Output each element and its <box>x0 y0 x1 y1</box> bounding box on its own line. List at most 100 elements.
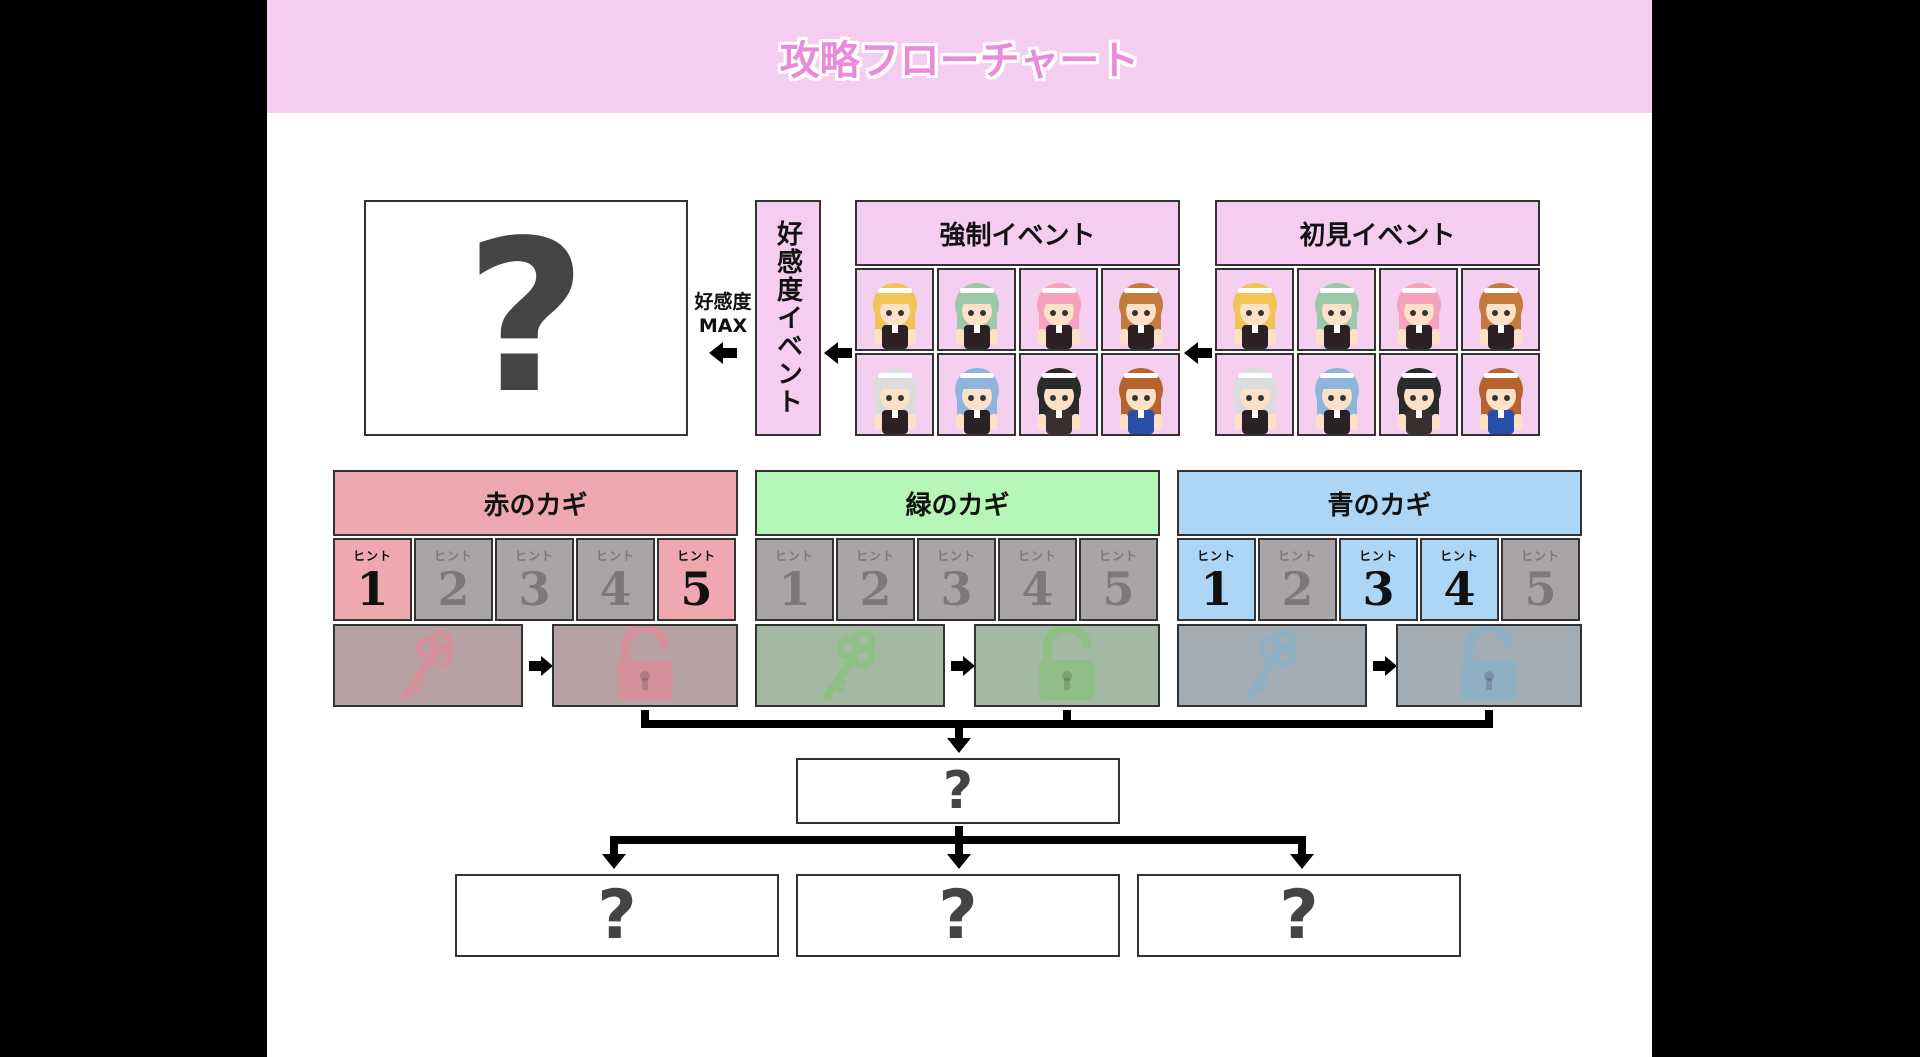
hint-label: ヒント <box>1358 549 1398 563</box>
key-icon <box>815 626 885 706</box>
arrow-left-icon <box>824 342 838 364</box>
character-portrait-pink-hair-maid <box>1019 268 1098 351</box>
arrow-stem <box>1198 348 1212 358</box>
key-tile <box>755 624 945 707</box>
key-header: 緑のカギ <box>755 470 1160 536</box>
first-event-character-grid <box>1215 268 1540 436</box>
question-mark: ? <box>942 761 974 821</box>
character-portrait-pink-hair-maid <box>1379 268 1458 351</box>
hint-label: ヒント <box>1017 549 1057 563</box>
flowchart-panel: 攻略フローチャート ? 好感度 MAX 好感度イベント 強制イベント 初見イベン… <box>267 0 1652 1057</box>
character-portrait-blue-braid-maid <box>937 353 1016 436</box>
key-tile <box>1177 624 1367 707</box>
hint-number: 2 <box>859 562 892 616</box>
arrow-left-icon <box>709 342 723 364</box>
first-event-label: 初見イベント <box>1299 220 1456 251</box>
character-portrait-green-hair-maid <box>937 268 1016 351</box>
mystery-middle-box: ? <box>796 758 1120 824</box>
key-label: 青のカギ <box>1327 490 1432 521</box>
hint-label: ヒント <box>1439 549 1479 563</box>
forced-event-header: 強制イベント <box>855 200 1180 266</box>
unlock-icon <box>609 623 681 706</box>
key-header: 青のカギ <box>1177 470 1582 536</box>
arrow-stem <box>838 348 852 358</box>
key-icon <box>393 626 463 706</box>
hint-number: 3 <box>940 562 973 616</box>
affection-max-label: 好感度 MAX <box>690 290 756 338</box>
hint-number: 1 <box>356 562 389 616</box>
character-portrait-black-hair-girl <box>1019 353 1098 436</box>
arrow-down-icon <box>602 854 626 869</box>
hint-number: 5 <box>1102 562 1135 616</box>
unlock-icon <box>1453 623 1525 706</box>
hint-number: 5 <box>680 562 713 616</box>
character-portrait-brown-hair-maid <box>1101 268 1180 351</box>
arrow-down-icon <box>947 738 971 753</box>
question-mark: ? <box>465 195 587 440</box>
connector <box>641 710 649 728</box>
arrow-right-icon <box>963 656 975 676</box>
hint-label: ヒント <box>595 549 635 563</box>
forced-event-character-grid <box>855 268 1180 436</box>
character-portrait-police-girl <box>1101 353 1180 436</box>
hint-number: 2 <box>437 562 470 616</box>
character-portrait-silver-hair-maid <box>1215 353 1294 436</box>
lock-tile <box>974 623 1160 707</box>
key-icon <box>1237 626 1307 706</box>
hint-number: 4 <box>1021 562 1054 616</box>
arrow-right-icon <box>541 656 553 676</box>
unlock-icon <box>1031 623 1103 706</box>
connector <box>1485 710 1493 728</box>
character-portrait-blonde-maid <box>855 268 934 351</box>
question-mark: ? <box>938 875 978 955</box>
hint-number: 3 <box>1362 562 1395 616</box>
key-header: 赤のカギ <box>333 470 738 536</box>
connector <box>610 836 618 856</box>
hint-number: 1 <box>1200 562 1233 616</box>
arrow-stem <box>723 348 737 358</box>
mystery-reward-box: ? <box>364 200 688 436</box>
arrow-left-icon <box>1184 342 1198 364</box>
affection-event-label: 好感度イベント <box>772 220 803 416</box>
connector <box>955 836 963 856</box>
hint-number: 4 <box>599 562 632 616</box>
mystery-ending-box: ? <box>455 874 779 957</box>
hint-label: ヒント <box>433 549 473 563</box>
forced-event-label: 強制イベント <box>939 220 1096 251</box>
hint-number: 3 <box>518 562 551 616</box>
header-bar: 攻略フローチャート <box>267 0 1652 113</box>
first-event-header: 初見イベント <box>1215 200 1540 266</box>
hint-number: 1 <box>778 562 811 616</box>
hint-label: ヒント <box>1196 549 1236 563</box>
hint-label: ヒント <box>514 549 554 563</box>
key-label: 緑のカギ <box>905 490 1010 521</box>
hint-label: ヒント <box>352 549 392 563</box>
character-portrait-police-girl <box>1461 353 1540 436</box>
arrow-stem <box>529 661 542 671</box>
character-portrait-brown-hair-maid <box>1461 268 1540 351</box>
character-portrait-blue-braid-maid <box>1297 353 1376 436</box>
hint-label: ヒント <box>1520 549 1560 563</box>
affection-event-box: 好感度イベント <box>755 200 821 436</box>
connector <box>955 826 963 842</box>
connector <box>1298 836 1306 856</box>
max-label: MAX <box>698 315 748 337</box>
connector <box>955 720 963 740</box>
character-portrait-black-hair-girl <box>1379 353 1458 436</box>
affection-label: 好感度 <box>694 291 752 313</box>
